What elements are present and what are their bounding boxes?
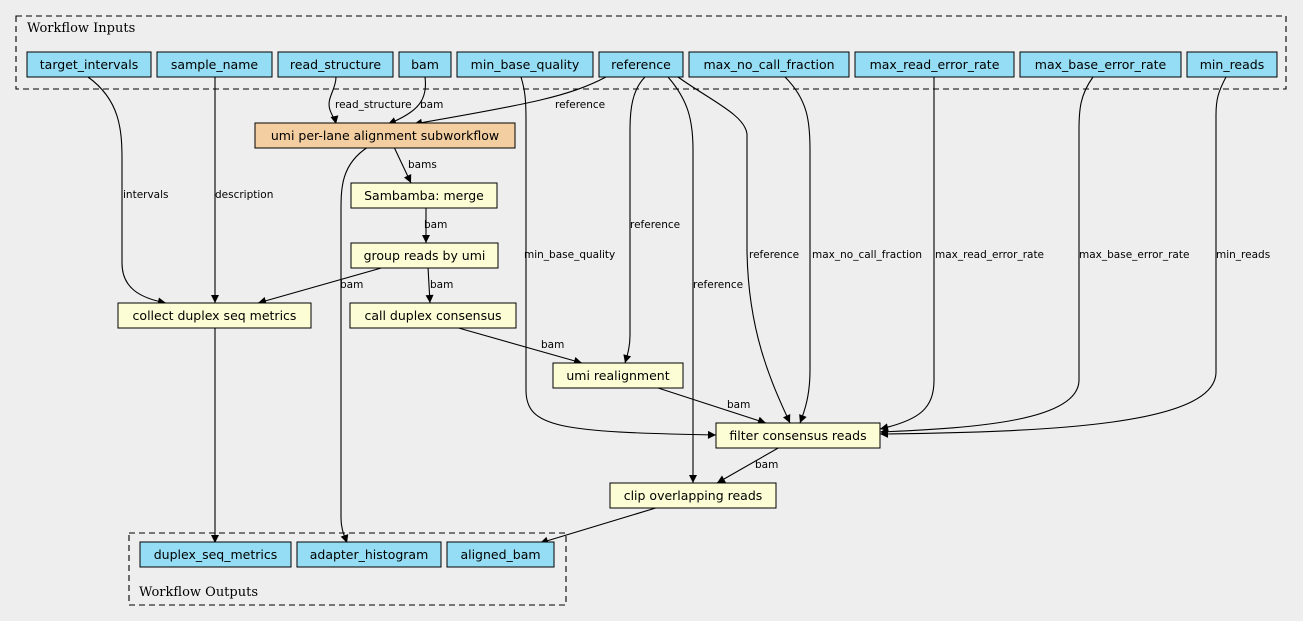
input-min-base-quality[interactable]: min_base_quality — [456, 51, 594, 78]
svg-text:umi per-lane alignment subwork: umi per-lane alignment subworkflow — [271, 128, 499, 143]
step-umi-realignment[interactable]: umi realignment — [552, 362, 684, 389]
edge-label-bam-in: bam — [420, 99, 443, 111]
edge-label-intervals: intervals — [123, 189, 169, 201]
edge-label-reference-umi: reference — [555, 99, 605, 111]
edge-labels: read_structure bam reference bams interv… — [123, 99, 1270, 471]
edge-realign-bam — [654, 386, 767, 425]
svg-text:reference: reference — [611, 57, 671, 72]
edge-bam-in — [387, 76, 427, 125]
edge-adapter-histogram — [340, 146, 369, 544]
edge-label-consensus-bam: bam — [541, 339, 564, 351]
svg-text:read_structure: read_structure — [290, 57, 381, 72]
edge-label-min-reads: min_reads — [1216, 249, 1270, 261]
input-min-reads[interactable]: min_reads — [1186, 51, 1278, 78]
edge-label-description: description — [215, 189, 273, 201]
edge-label-reference-filter: reference — [749, 249, 799, 261]
edge-reference-filter — [677, 76, 791, 424]
input-reference[interactable]: reference — [598, 51, 684, 78]
workflow-outputs-title: Workflow Outputs — [139, 585, 258, 600]
input-target-intervals[interactable]: target_intervals — [26, 51, 152, 78]
edge-max-base-error-rate — [879, 76, 1094, 436]
input-bam[interactable]: bam — [398, 51, 452, 78]
output-adapter-histogram[interactable]: adapter_histogram — [296, 541, 442, 568]
edge-bams — [393, 146, 412, 184]
edge-label-group-consensus-bam: bam — [430, 279, 453, 291]
edge-label-min-base-quality: min_base_quality — [524, 249, 615, 261]
step-umi-per-lane-alignment-subworkflow[interactable]: umi per-lane alignment subworkflow — [254, 122, 516, 149]
edge-max-read-error-rate — [879, 77, 935, 432]
input-sample-name[interactable]: sample_name — [156, 51, 273, 78]
step-group-reads-by-umi[interactable]: group reads by umi — [350, 242, 499, 269]
svg-text:umi realignment: umi realignment — [566, 368, 669, 383]
edge-read-structure — [328, 76, 339, 125]
svg-text:Sambamba: merge: Sambamba: merge — [364, 188, 484, 203]
output-duplex-seq-metrics[interactable]: duplex_seq_metrics — [139, 541, 292, 568]
edge-label-filter-bam: bam — [755, 459, 778, 471]
svg-text:bam: bam — [411, 57, 439, 72]
edges — [87, 76, 1227, 545]
svg-text:min_base_quality: min_base_quality — [471, 57, 580, 72]
input-max-no-call-fraction[interactable]: max_no_call_fraction — [688, 51, 850, 78]
step-call-duplex-consensus[interactable]: call duplex consensus — [349, 302, 517, 329]
svg-text:aligned_bam: aligned_bam — [460, 547, 540, 562]
input-read-structure[interactable]: read_structure — [277, 51, 394, 78]
svg-text:collect duplex seq metrics: collect duplex seq metrics — [133, 308, 297, 323]
edge-label-bams: bams — [408, 159, 437, 171]
edge-label-reference-realign: reference — [630, 219, 680, 231]
svg-text:filter consensus reads: filter consensus reads — [729, 428, 866, 443]
svg-text:target_intervals: target_intervals — [40, 57, 138, 72]
svg-text:clip overlapping reads: clip overlapping reads — [624, 488, 763, 503]
workflow-inputs-cluster: Workflow Inputs — [15, 15, 1287, 90]
svg-text:group reads by umi: group reads by umi — [364, 248, 486, 263]
edge-label-group-metrics-bam: bam — [340, 279, 363, 291]
edge-reference-realign — [623, 76, 646, 364]
edge-reference-umi — [413, 76, 607, 127]
edge-max-no-call-fraction — [784, 76, 811, 424]
edge-filter-bam — [716, 446, 781, 484]
step-filter-consensus-reads[interactable]: filter consensus reads — [715, 422, 881, 449]
edge-label-merge-bam: bam — [424, 219, 447, 231]
svg-text:max_base_error_rate: max_base_error_rate — [1035, 57, 1167, 72]
step-clip-overlapping-reads[interactable]: clip overlapping reads — [609, 482, 777, 509]
edge-label-read-structure: read_structure — [335, 99, 412, 111]
svg-text:call duplex consensus: call duplex consensus — [364, 308, 501, 323]
edge-min-reads — [879, 76, 1227, 438]
input-max-base-error-rate[interactable]: max_base_error_rate — [1019, 51, 1182, 78]
edge-reference-clip — [667, 76, 697, 483]
edge-label-reference-clip: reference — [693, 279, 743, 291]
svg-text:adapter_histogram: adapter_histogram — [310, 547, 429, 562]
svg-text:max_read_error_rate: max_read_error_rate — [870, 57, 1000, 72]
edge-label-realign-bam: bam — [727, 399, 750, 411]
edge-aligned-bam — [539, 506, 660, 545]
output-aligned-bam[interactable]: aligned_bam — [446, 541, 555, 568]
step-sambamba-merge[interactable]: Sambamba: merge — [350, 182, 498, 209]
svg-text:sample_name: sample_name — [171, 57, 258, 72]
edge-min-base-quality — [520, 76, 717, 439]
edge-label-max-read-error-rate: max_read_error_rate — [935, 249, 1044, 261]
input-max-read-error-rate[interactable]: max_read_error_rate — [854, 51, 1015, 78]
edge-group-metrics — [257, 266, 386, 305]
workflow-outputs-cluster: Workflow Outputs — [128, 532, 567, 606]
edge-label-max-no-call-fraction: max_no_call_fraction — [812, 249, 922, 261]
workflow-inputs-title: Workflow Inputs — [27, 21, 135, 36]
svg-text:duplex_seq_metrics: duplex_seq_metrics — [154, 547, 278, 562]
edge-label-max-base-error-rate: max_base_error_rate — [1079, 249, 1189, 261]
edge-intervals — [87, 76, 167, 306]
edge-group-consensus — [425, 266, 434, 304]
svg-text:max_no_call_fraction: max_no_call_fraction — [703, 57, 834, 72]
step-collect-duplex-seq-metrics[interactable]: collect duplex seq metrics — [117, 302, 312, 329]
svg-text:min_reads: min_reads — [1200, 57, 1264, 72]
edge-consensus-bam — [454, 326, 583, 365]
